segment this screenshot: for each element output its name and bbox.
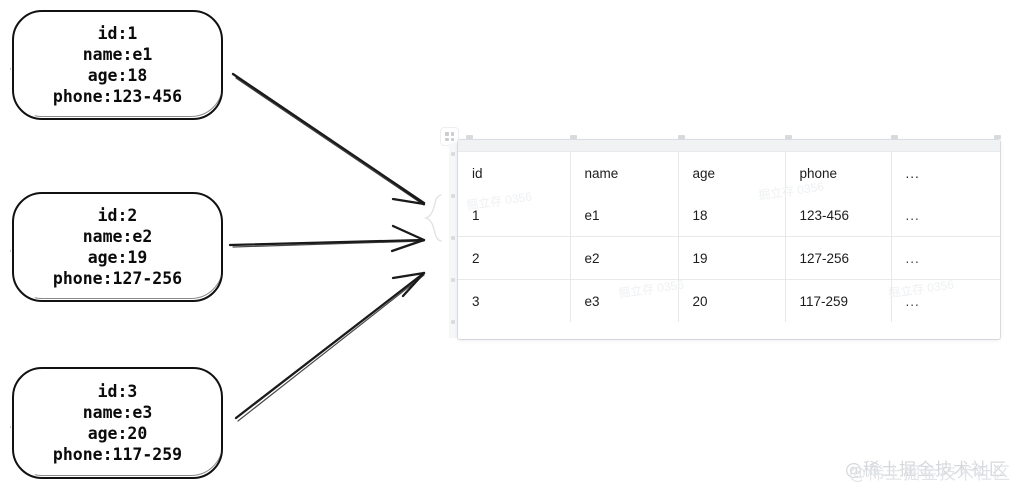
- entity-3-field-phone: phone:117-259: [52, 445, 183, 465]
- cell-phone[interactable]: 117-259: [785, 279, 892, 322]
- entity-table[interactable]: id name age phone ... 1 e1 18 123-456 ..…: [458, 152, 1000, 322]
- table-row[interactable]: 1 e1 18 123-456 ...: [458, 194, 1000, 237]
- cell-more[interactable]: ...: [891, 236, 1000, 280]
- handle-dot: [450, 137, 454, 141]
- entity-3-field-id: id:3: [97, 381, 138, 401]
- arrow-convergence-brace: [423, 194, 442, 242]
- column-resize-tick[interactable]: [570, 135, 577, 139]
- data-grid[interactable]: 掘立存 0356 掘立存 0356 掘立存 0356 掘立存 0356 id n…: [458, 140, 1000, 339]
- entity-1-field-name: name:e1: [82, 44, 153, 64]
- entity-1-field-id: id:1: [97, 23, 138, 43]
- cell-name[interactable]: e3: [570, 279, 679, 322]
- entity-2-field-id: id:2: [97, 205, 138, 225]
- row-gutter[interactable]: [449, 143, 459, 338]
- column-resize-tick[interactable]: [891, 135, 898, 139]
- entity-1-field-age: age:18: [87, 66, 148, 85]
- row-resize-tick[interactable]: [451, 152, 455, 156]
- table-row[interactable]: 3 e3 20 117-259 ...: [458, 279, 1000, 322]
- arrow-entity-3-to-table: [234, 271, 426, 422]
- entity-3-field-name: name:e3: [82, 402, 153, 422]
- column-resize-tick[interactable]: [994, 135, 1001, 139]
- cell-more[interactable]: ...: [905, 293, 920, 309]
- handle-dot: [445, 132, 449, 136]
- cell-name[interactable]: e2: [570, 236, 679, 280]
- column-resize-tick[interactable]: [678, 135, 685, 139]
- table-widget[interactable]: 掘立存 0356 掘立存 0356 掘立存 0356 掘立存 0356 id n…: [423, 126, 1001, 339]
- entity-box-3[interactable]: id:3 name:e3 age:20 phone:117-259: [10, 367, 223, 479]
- cell-id[interactable]: 2: [458, 236, 571, 280]
- row-resize-tick[interactable]: [451, 194, 455, 198]
- handle-dot: [450, 132, 454, 136]
- entity-3-field-age: age:20: [87, 424, 148, 443]
- table-header-age[interactable]: age: [678, 152, 786, 194]
- table-header-phone[interactable]: phone: [785, 152, 892, 194]
- table-header-id[interactable]: id: [458, 152, 571, 194]
- entity-2-field-name: name:e2: [82, 226, 153, 246]
- arrow-entity-1-to-table: [231, 72, 426, 206]
- row-resize-tick[interactable]: [451, 320, 455, 324]
- entity-box-1[interactable]: id:1 name:e1 age:18 phone:123-456: [10, 10, 223, 120]
- cell-age[interactable]: 20: [678, 279, 786, 322]
- cell-id[interactable]: 1: [458, 194, 571, 237]
- page-watermark: @稀土掘金技术社区 @稀土掘金技术社区: [845, 455, 1010, 484]
- cell-age[interactable]: 19: [678, 236, 786, 280]
- entity-2-field-age: age:19: [87, 248, 148, 267]
- entity-box-2[interactable]: id:2 name:e2 age:19 phone:127-256: [10, 192, 223, 302]
- page-watermark-text-shadow: @稀土掘金技术社区: [849, 464, 1011, 484]
- table-row[interactable]: 2 e2 19 127-256 ...: [458, 236, 1000, 280]
- cell-phone[interactable]: 123-456: [785, 194, 892, 237]
- table-header-row: id name age phone ...: [458, 152, 1000, 194]
- page-watermark-text: @稀土掘金技术社区: [845, 460, 1007, 480]
- cell-phone[interactable]: 127-256: [785, 236, 892, 280]
- arrow-entity-2-to-table: [228, 224, 426, 253]
- table-header-name[interactable]: name: [570, 152, 679, 194]
- entity-1-field-phone: phone:123-456: [52, 87, 183, 107]
- row-resize-tick[interactable]: [451, 236, 455, 240]
- cell-more[interactable]: ...: [891, 194, 1000, 237]
- entity-2-field-phone: phone:127-256: [52, 269, 183, 289]
- handle-dot: [445, 137, 449, 141]
- column-resize-tick[interactable]: [785, 135, 792, 139]
- table-header-more[interactable]: ...: [905, 165, 920, 181]
- row-resize-tick[interactable]: [451, 278, 455, 282]
- grid-top-bar: [458, 140, 1000, 152]
- column-resize-tick[interactable]: [466, 135, 473, 139]
- cell-id[interactable]: 3: [458, 279, 571, 322]
- cell-name[interactable]: e1: [570, 194, 679, 237]
- cell-age[interactable]: 18: [678, 194, 786, 237]
